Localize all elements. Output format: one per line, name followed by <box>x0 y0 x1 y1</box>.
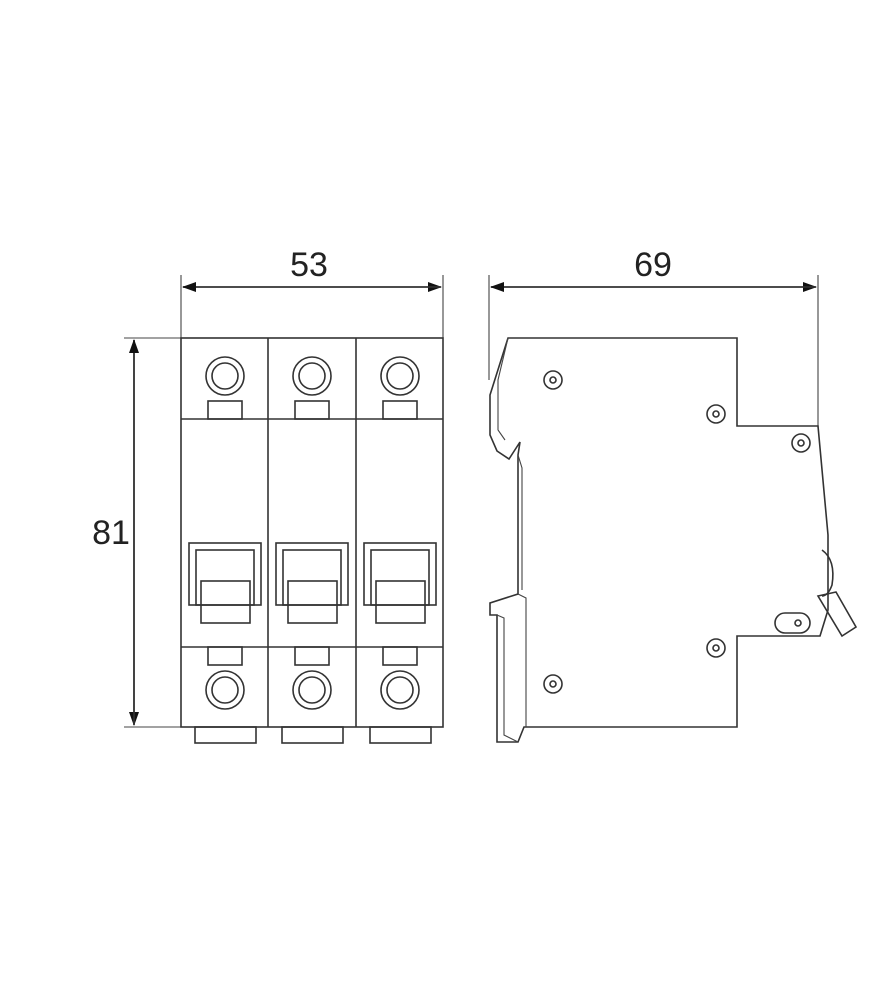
rivet-icon <box>706 404 726 424</box>
rivet-icon <box>706 638 726 658</box>
terminal-screw-icon <box>380 670 420 710</box>
terminal-screw-icon <box>380 356 420 396</box>
terminal-screw-icon <box>292 356 332 396</box>
height-dimension: 81 <box>92 337 205 728</box>
terminal-screw-icon <box>292 670 332 710</box>
width-dimension: 53 <box>180 246 444 338</box>
rail-clip <box>281 726 344 744</box>
depth-dimension: 69 <box>488 246 819 428</box>
toggle-lever-icon <box>275 542 349 624</box>
pole-1 <box>188 356 262 744</box>
side-view: 69 <box>488 246 858 743</box>
terminal-screw-icon <box>205 356 245 396</box>
rivet-icon <box>543 370 563 390</box>
rail-clip <box>194 726 257 744</box>
depth-label: 69 <box>634 246 672 284</box>
rail-clip <box>369 726 432 744</box>
side-body-outline <box>489 337 829 743</box>
front-body-outline <box>180 337 444 728</box>
slot-rivet-icon <box>774 612 811 634</box>
side-toggle-lever-icon <box>816 549 858 638</box>
rivet-icon <box>543 674 563 694</box>
width-label: 53 <box>290 246 328 284</box>
pole-2 <box>275 356 349 744</box>
front-view: 53 81 <box>92 246 444 744</box>
height-label: 81 <box>92 514 130 552</box>
rivet-icon <box>791 433 811 453</box>
toggle-lever-icon <box>363 542 437 624</box>
pole-3 <box>363 356 437 744</box>
toggle-lever-icon <box>188 542 262 624</box>
terminal-screw-icon <box>205 670 245 710</box>
